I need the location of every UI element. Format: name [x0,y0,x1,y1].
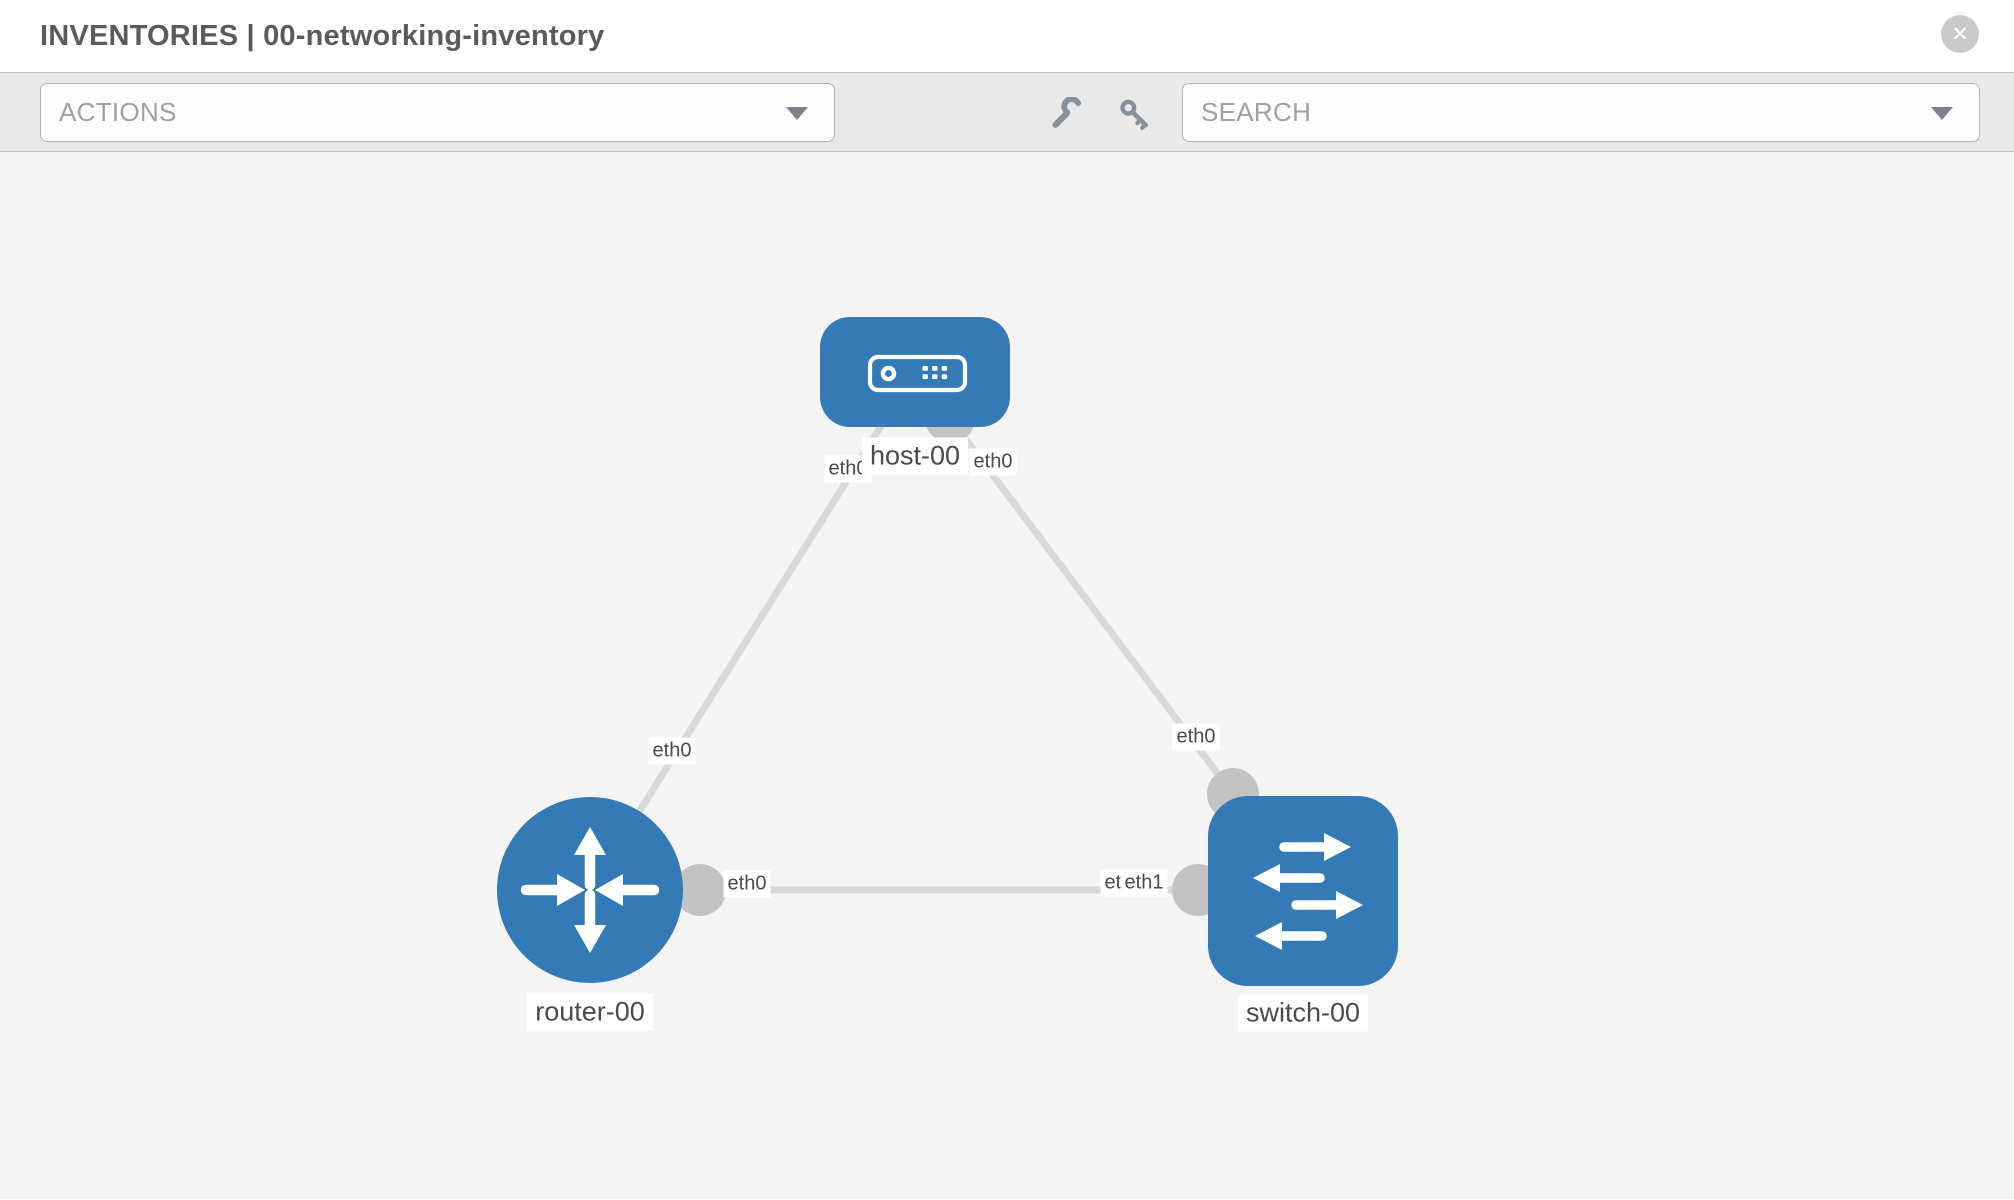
host-icon [867,354,968,393]
chevron-down-icon [786,106,808,120]
interface-label: eth0 [1172,723,1220,751]
topology-canvas[interactable]: eth0 eth0 eth0 eth0 eth0 eth1 eth1 host-… [0,152,2014,1199]
interface-label: eth0 [969,448,1017,476]
toolbar: ACTIONS SEARCH [0,72,2014,152]
node-label-switch: switch-00 [1237,994,1369,1032]
switch-icon [1253,833,1363,950]
interface-label: eth0 [648,737,696,765]
close-button[interactable]: ✕ [1941,15,1979,53]
page-header: INVENTORIES | 00-networking-inventory ✕ [0,0,2014,72]
close-icon: ✕ [1951,22,1969,46]
interface-label: eth1 [1120,869,1168,897]
node-host-00[interactable] [820,317,1010,427]
node-switch-00[interactable] [1208,796,1398,986]
port-router-eth0 [674,864,726,916]
node-router-00[interactable] [497,797,683,983]
actions-dropdown-label: ACTIONS [59,97,177,127]
wrench-icon[interactable] [1049,97,1083,131]
node-label-host: host-00 [861,437,969,475]
router-icon [520,827,660,953]
actions-dropdown[interactable]: ACTIONS [40,83,835,142]
interface-label: eth0 [723,870,771,898]
page-title: INVENTORIES | 00-networking-inventory [40,20,605,52]
search-input[interactable]: SEARCH [1201,97,1312,127]
search-dropdown[interactable]: SEARCH [1182,83,1980,142]
node-label-router: router-00 [527,993,653,1031]
chevron-down-icon [1931,106,1953,120]
key-icon[interactable] [1117,97,1151,131]
